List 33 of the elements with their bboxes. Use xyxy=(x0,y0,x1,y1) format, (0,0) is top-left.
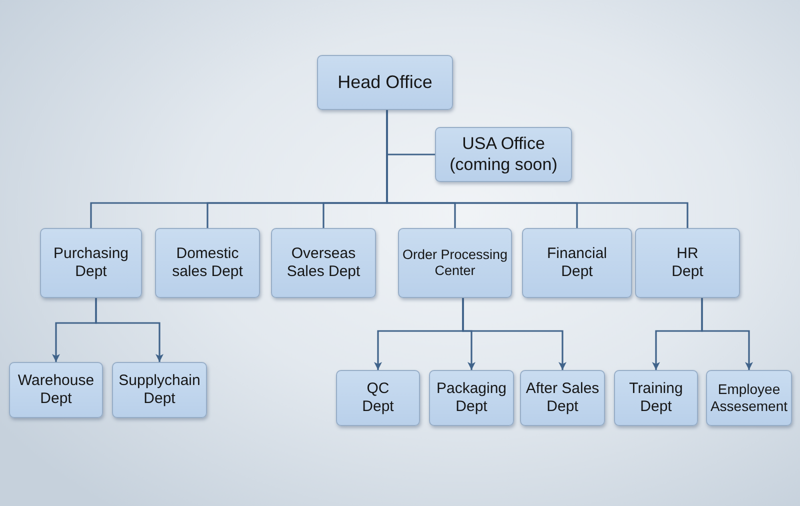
department-box xyxy=(271,228,376,298)
department-box xyxy=(635,228,740,298)
arrow xyxy=(95,298,164,362)
department-box xyxy=(614,370,698,426)
department-name: QC Dept xyxy=(361,380,395,416)
department-box xyxy=(429,370,514,426)
department-name: Overseas Sales Dept xyxy=(286,245,362,281)
department-name: Employee Assesement xyxy=(709,381,789,415)
department-name: HR Dept xyxy=(670,245,704,281)
department-name: Packaging Dept xyxy=(435,380,508,416)
department-box xyxy=(155,228,260,298)
department-box xyxy=(336,370,420,426)
department-name: Warehouse Dept xyxy=(16,372,96,408)
arrow xyxy=(462,298,566,370)
department-box xyxy=(40,228,142,298)
office-box xyxy=(435,127,572,182)
department-name: Purchasing Dept xyxy=(52,245,130,281)
department-name: Training Dept xyxy=(628,380,684,416)
head-office-name: Head Office xyxy=(338,72,432,94)
department-box xyxy=(9,362,103,418)
head-office-box xyxy=(317,55,453,110)
department-name: Financial Dept xyxy=(546,245,608,281)
department-name: Domestic sales Dept xyxy=(171,245,244,281)
arrow xyxy=(701,298,753,370)
department-box xyxy=(112,362,207,418)
department-box xyxy=(522,228,632,298)
department-box xyxy=(520,370,605,426)
department-name: After Sales Dept xyxy=(524,380,600,416)
department-name: Order Processing Center xyxy=(401,247,509,279)
office-name: USA Office (coming soon) xyxy=(448,134,558,175)
department-name: Supplychain Dept xyxy=(118,372,202,408)
department-box xyxy=(706,370,792,426)
department-box xyxy=(398,228,512,298)
